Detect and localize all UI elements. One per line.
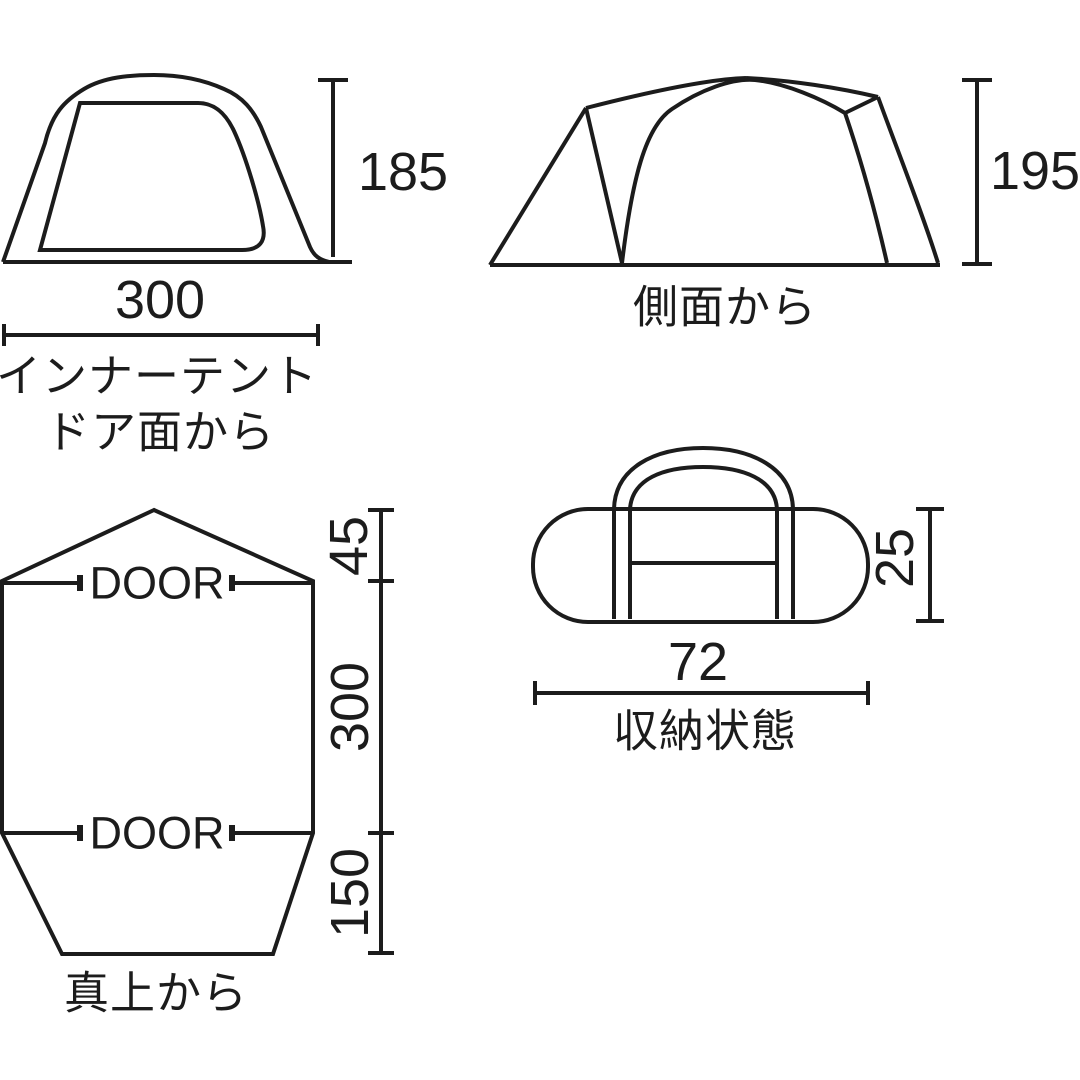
- bag-handle-outer: [612, 445, 795, 510]
- front-view-drawing: [1, 72, 352, 346]
- side-view-drawing: [488, 76, 992, 267]
- side-left-slant: [488, 106, 588, 267]
- side-height-value: 195: [989, 141, 1080, 201]
- top-door-upper-ticks: [77, 575, 235, 591]
- front-tent-outline: [1, 72, 330, 264]
- bag-width-value: 72: [667, 632, 729, 692]
- top-door-lower-ticks: [77, 825, 235, 841]
- storage-bag-drawing: [531, 445, 944, 705]
- side-caption: 側面から: [632, 281, 818, 333]
- bag-width-dim-ticks: [533, 681, 870, 705]
- front-caption-line2: ドア面から: [44, 406, 276, 458]
- top-vestibule-depth-value: 150: [320, 847, 380, 939]
- front-width-value: 300: [114, 270, 206, 330]
- bag-handle-inner: [628, 464, 779, 510]
- top-view-outline: [0, 507, 315, 956]
- side-left-crease: [584, 107, 624, 264]
- side-top-tangent: [585, 76, 747, 110]
- front-caption-line1: インナーテント: [0, 350, 319, 402]
- top-view-drawing: [0, 507, 394, 956]
- top-door-upper-label: DOOR: [89, 557, 225, 609]
- bag-body: [531, 507, 870, 624]
- top-caption: 真上から: [63, 967, 249, 1019]
- top-peak-depth-value: 45: [319, 515, 379, 577]
- side-right-crease: [844, 95, 879, 115]
- front-tent-door: [37, 101, 266, 252]
- bag-caption: 収納状態: [612, 705, 798, 757]
- top-body-depth-value: 300: [320, 661, 380, 753]
- side-dome-outline: [620, 77, 889, 264]
- bag-height-dim-ticks: [916, 507, 944, 623]
- side-right-wall: [876, 96, 940, 264]
- side-height-dim-ticks: [962, 78, 992, 266]
- bag-height-value: 25: [865, 527, 925, 589]
- side-top-right-edge: [745, 76, 879, 99]
- top-depth-dim-ticks: [368, 508, 394, 955]
- front-height-value: 185: [357, 142, 449, 202]
- front-width-dim-ticks: [2, 324, 320, 346]
- top-door-lower-label: DOOR: [89, 807, 225, 859]
